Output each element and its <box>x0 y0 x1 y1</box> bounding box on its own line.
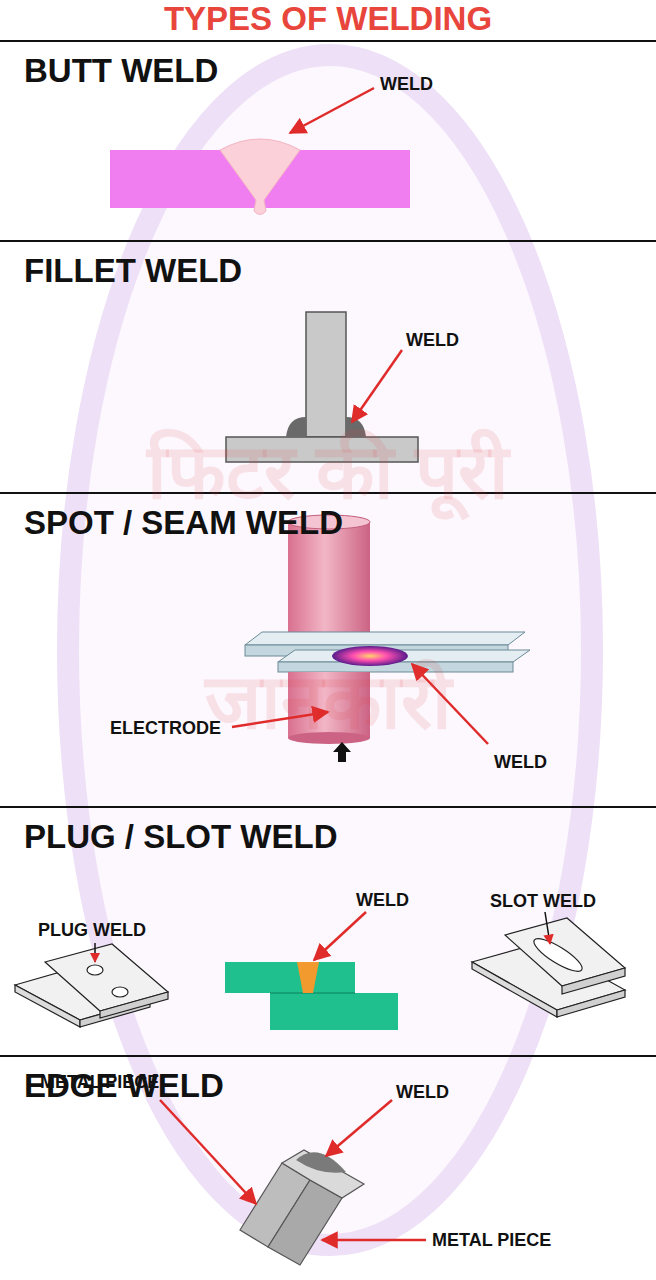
callout-label: ELECTRODE <box>110 718 221 738</box>
callout-label: METAL PIECE <box>40 1072 159 1092</box>
section-heading: PLUG / SLOT WELD <box>24 818 337 856</box>
callout-label: WELD <box>396 1082 449 1102</box>
callout-label: WELD <box>380 74 433 94</box>
section-heading: BUTT WELD <box>24 52 218 90</box>
section-heading: FILLET WELD <box>24 252 242 290</box>
callout-label: SLOT WELD <box>490 891 596 911</box>
watermark-text: जानकारी <box>205 660 452 744</box>
page-title: TYPES OF WELDING <box>0 0 656 38</box>
watermark-text: फिटर की पूरी <box>147 430 509 514</box>
callout-label: METAL PIECE <box>432 1230 551 1250</box>
callout-label: WELD <box>356 890 409 910</box>
section-band: SPOT / SEAM WELD <box>0 494 656 806</box>
callout-label: PLUG WELD <box>38 920 146 940</box>
callout-label: WELD <box>494 752 547 772</box>
section-band: BUTT WELD <box>0 42 656 240</box>
callout-label: WELD <box>406 330 459 350</box>
section-heading: SPOT / SEAM WELD <box>24 504 343 542</box>
section-band: FILLET WELD <box>0 242 656 492</box>
